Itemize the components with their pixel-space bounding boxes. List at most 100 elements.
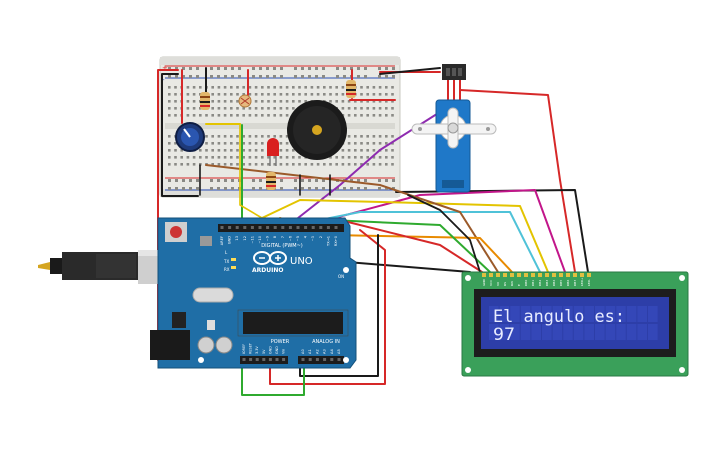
breadboard-hole[interactable] xyxy=(261,135,264,138)
breadboard-hole[interactable] xyxy=(186,114,190,117)
breadboard-hole[interactable] xyxy=(236,100,239,103)
breadboard-hole[interactable] xyxy=(196,179,199,182)
breadboard-hole[interactable] xyxy=(294,75,297,78)
potentiometer-icon[interactable] xyxy=(175,122,205,152)
breadboard-hole[interactable] xyxy=(378,100,382,103)
breadboard-hole[interactable] xyxy=(385,135,388,138)
breadboard-hole[interactable] xyxy=(357,179,360,182)
breadboard-hole[interactable] xyxy=(252,187,255,190)
breadboard-hole[interactable] xyxy=(292,93,295,96)
breadboard-hole[interactable] xyxy=(273,67,276,70)
wire-black-rail[interactable] xyxy=(161,73,199,197)
breadboard-hole[interactable] xyxy=(322,179,325,182)
breadboard-hole[interactable] xyxy=(267,156,270,159)
breadboard-hole[interactable] xyxy=(261,142,264,145)
breadboard-hole[interactable] xyxy=(310,86,314,89)
led-icon[interactable] xyxy=(267,138,279,166)
breadboard-hole[interactable] xyxy=(211,100,214,103)
breadboard-hole[interactable] xyxy=(360,93,363,96)
header-pin[interactable] xyxy=(228,226,232,229)
wire-black-to-bb[interactable] xyxy=(407,194,481,273)
breadboard-hole[interactable] xyxy=(242,149,245,152)
breadboard-hole[interactable] xyxy=(315,187,318,190)
breadboard-hole[interactable] xyxy=(175,187,178,190)
breadboard-hole[interactable] xyxy=(310,93,314,96)
breadboard-hole[interactable] xyxy=(372,93,376,96)
breadboard-hole[interactable] xyxy=(230,135,233,138)
breadboard-hole[interactable] xyxy=(230,86,233,89)
breadboard-hole[interactable] xyxy=(364,179,367,182)
breadboard-hole[interactable] xyxy=(354,107,357,110)
breadboard-hole[interactable] xyxy=(298,100,301,103)
lcd-pin[interactable] xyxy=(531,273,535,277)
breadboard-hole[interactable] xyxy=(211,86,214,89)
breadboard-hole[interactable] xyxy=(217,67,220,70)
breadboard-hole[interactable] xyxy=(231,67,234,70)
breadboard-hole[interactable] xyxy=(174,107,177,110)
header-pin[interactable] xyxy=(334,226,338,229)
breadboard-hole[interactable] xyxy=(175,67,178,70)
breadboard-hole[interactable] xyxy=(254,93,258,96)
breadboard-hole[interactable] xyxy=(360,149,363,152)
breadboard-hole[interactable] xyxy=(174,149,177,152)
breadboard-hole[interactable] xyxy=(366,142,369,145)
header-pin[interactable] xyxy=(255,358,259,361)
breadboard-hole[interactable] xyxy=(180,163,183,166)
breadboard-hole[interactable] xyxy=(385,107,388,110)
breadboard-hole[interactable] xyxy=(242,163,245,166)
breadboard-hole[interactable] xyxy=(267,135,270,138)
wire-black-buzzer[interactable] xyxy=(199,164,331,196)
breadboard-hole[interactable] xyxy=(248,156,252,159)
breadboard-hole[interactable] xyxy=(236,86,239,89)
breadboard-hole[interactable] xyxy=(329,86,332,89)
breadboard-hole[interactable] xyxy=(242,156,245,159)
breadboard-hole[interactable] xyxy=(217,86,221,89)
breadboard-hole[interactable] xyxy=(372,114,376,117)
breadboard-hole[interactable] xyxy=(343,67,346,70)
breadboard-hole[interactable] xyxy=(168,142,171,145)
breadboard-hole[interactable] xyxy=(354,156,357,159)
breadboard-hole[interactable] xyxy=(267,100,270,103)
breadboard-hole[interactable] xyxy=(217,93,221,96)
breadboard-hole[interactable] xyxy=(273,135,276,138)
breadboard-hole[interactable] xyxy=(186,107,190,110)
breadboard-hole[interactable] xyxy=(248,93,252,96)
breadboard-hole[interactable] xyxy=(279,107,283,110)
breadboard-hole[interactable] xyxy=(285,107,289,110)
wire-black-bottom[interactable] xyxy=(299,234,379,377)
breadboard-hole[interactable] xyxy=(180,156,183,159)
breadboard-hole[interactable] xyxy=(205,142,208,145)
breadboard-hole[interactable] xyxy=(391,149,394,152)
breadboard-hole[interactable] xyxy=(372,86,376,89)
breadboard-hole[interactable] xyxy=(357,187,360,190)
breadboard-hole[interactable] xyxy=(354,149,357,152)
breadboard-hole[interactable] xyxy=(385,179,388,182)
breadboard-hole[interactable] xyxy=(210,179,213,182)
breadboard-hole[interactable] xyxy=(267,107,270,110)
servo-icon[interactable] xyxy=(411,64,497,193)
breadboard-hole[interactable] xyxy=(329,93,332,96)
breadboard-hole[interactable] xyxy=(301,179,304,182)
breadboard-hole[interactable] xyxy=(279,114,283,117)
header-pin[interactable] xyxy=(282,358,286,361)
breadboard-hole[interactable] xyxy=(341,86,345,89)
breadboard-hole[interactable] xyxy=(329,163,332,166)
breadboard-hole[interactable] xyxy=(210,75,213,78)
lcd-pin[interactable] xyxy=(559,273,563,277)
breadboard-hole[interactable] xyxy=(298,163,301,166)
breadboard-hole[interactable] xyxy=(199,156,202,159)
breadboard-hole[interactable] xyxy=(254,100,258,103)
breadboard-hole[interactable] xyxy=(186,93,190,96)
breadboard-hole[interactable] xyxy=(322,75,325,78)
breadboard-hole[interactable] xyxy=(236,142,239,145)
lcd-pin[interactable] xyxy=(545,273,549,277)
breadboard-hole[interactable] xyxy=(174,156,177,159)
breadboard-hole[interactable] xyxy=(267,93,270,96)
breadboard-hole[interactable] xyxy=(385,114,388,117)
breadboard-hole[interactable] xyxy=(174,163,177,166)
breadboard-hole[interactable] xyxy=(205,114,208,117)
breadboard-hole[interactable] xyxy=(168,156,171,159)
breadboard-hole[interactable] xyxy=(279,135,283,138)
